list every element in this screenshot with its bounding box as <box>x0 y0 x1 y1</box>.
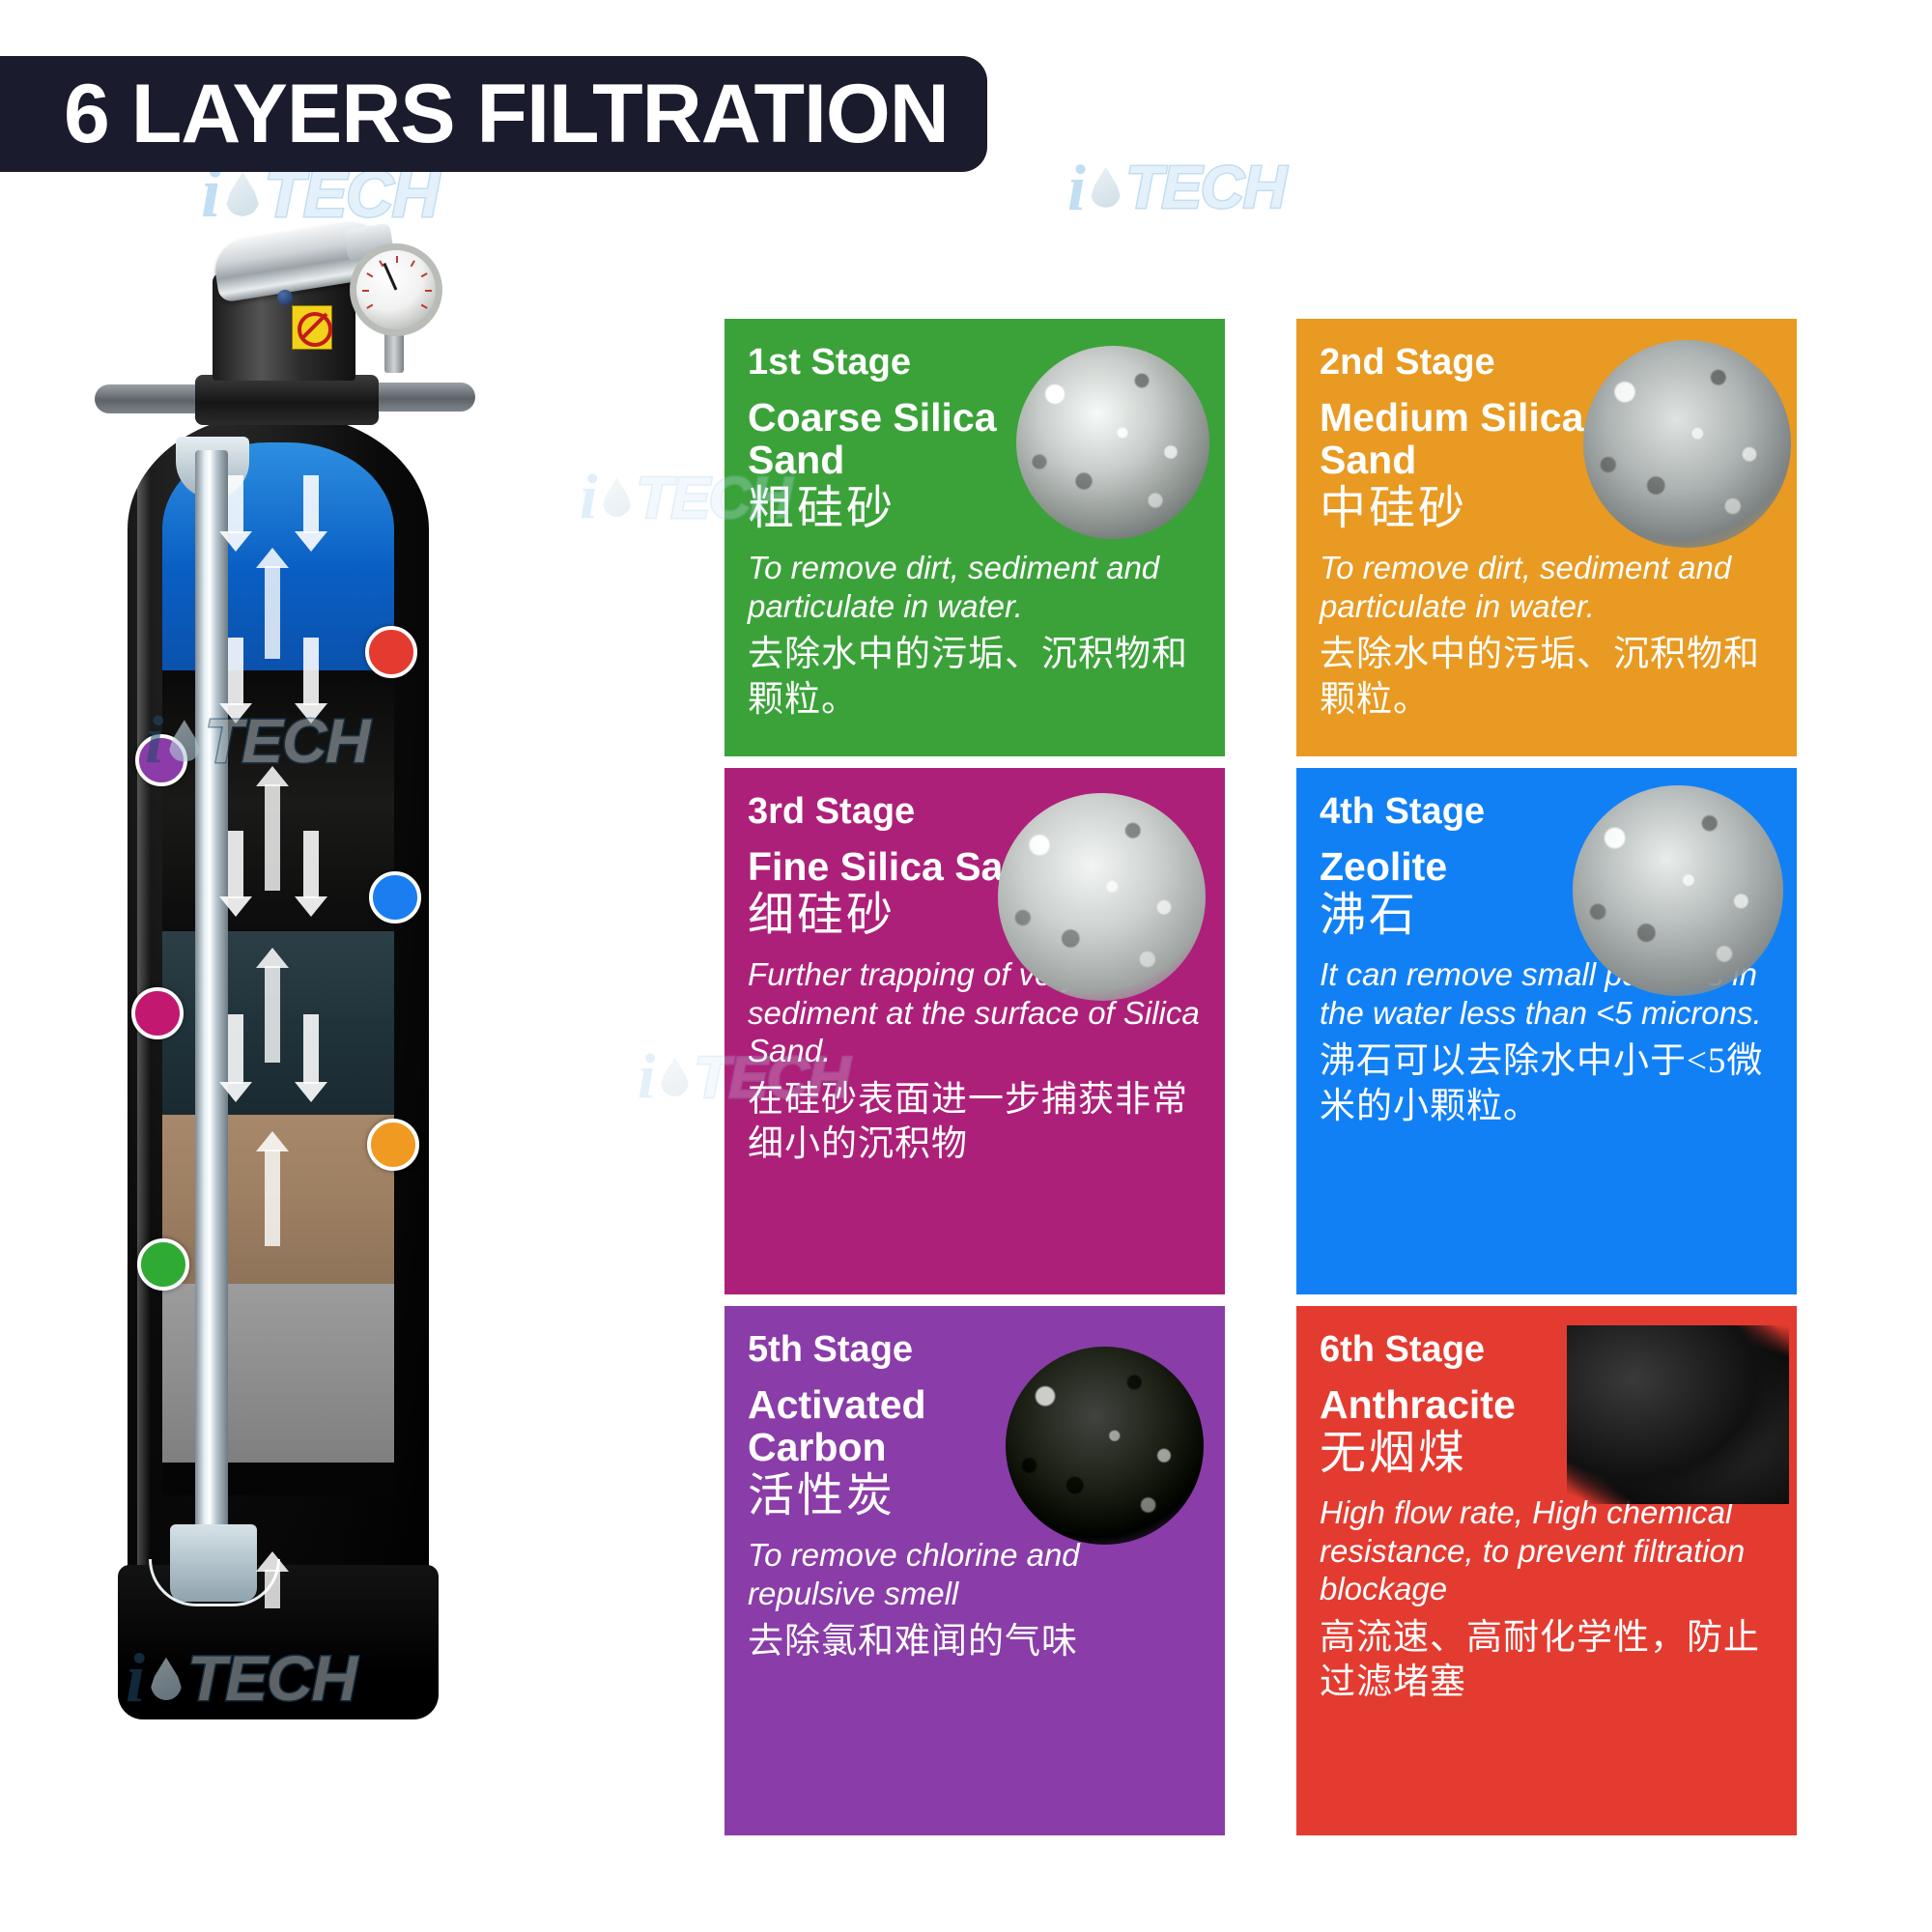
media-name-en: Coarse Silica Sand <box>748 394 997 483</box>
stage-label: 6th Stage <box>1320 1329 1486 1370</box>
media-name-zh: 活性炭 <box>748 1470 896 1522</box>
stage-label: 1st Stage <box>748 342 911 383</box>
inlet-pipe <box>95 384 211 413</box>
stage-dot-activated-carbon <box>135 734 187 786</box>
flow-arrow-up <box>256 948 289 1063</box>
media-name-zh: 中硅砂 <box>1320 483 1468 535</box>
stage-label: 4th Stage <box>1320 791 1486 832</box>
stage-label: 2nd Stage <box>1320 342 1495 383</box>
flow-arrow-down <box>219 831 252 917</box>
header-banner: 6 LAYERS FILTRATION <box>0 56 987 172</box>
activated-carbon-photo <box>1006 1347 1204 1545</box>
media-desc-en: High flow rate, High chemical resistance… <box>1320 1493 1746 1607</box>
media-desc-en: To remove dirt, sediment and particulate… <box>748 550 1160 624</box>
zeolite-photo <box>1573 785 1783 996</box>
flow-arrow-up <box>256 766 289 891</box>
stage-dot-fine-silica-sand <box>131 987 184 1039</box>
media-desc-zh: 在硅砂表面进一步捕获非常细小的沉积物 <box>748 1079 1188 1165</box>
coarse-silica-sand-photo <box>1016 346 1209 539</box>
media-desc-en: To remove chlorine and repulsive smell <box>748 1537 1080 1611</box>
stage-dot-coarse-silica-sand <box>137 1238 189 1291</box>
flow-arrow-down <box>295 1014 327 1102</box>
flow-arrow-up <box>256 1131 289 1246</box>
media-name-zh: 无烟煤 <box>1320 1428 1468 1480</box>
stage-label: 3rd Stage <box>748 791 916 832</box>
watermark-letter-i: i <box>638 1040 656 1112</box>
no-smoking-warning-sticker <box>292 305 332 350</box>
stage-dot-medium-silica-sand <box>367 1119 419 1171</box>
valve-collar <box>195 375 379 425</box>
media-name-en: Zeolite <box>1320 843 1448 889</box>
bottom-strainer <box>149 1524 280 1606</box>
tank-highlight <box>137 430 151 1666</box>
media-name-zh: 沸石 <box>1320 890 1419 942</box>
watermark-letter-i: i <box>1067 150 1086 224</box>
filtration-stage-grid: 1st Stage Coarse Silica Sand 粗硅砂 To remo… <box>724 319 1799 1905</box>
media-name-zh: 细硅砂 <box>748 890 896 942</box>
water-drop-icon <box>226 172 259 216</box>
media-desc-zh: 去除氯和难闻的气味 <box>748 1622 1078 1662</box>
flow-arrow-down <box>295 831 327 917</box>
flow-arrow-down <box>219 1014 252 1102</box>
watermark-logo: i TECH <box>1067 150 1289 224</box>
stage-card-4[interactable]: 4th Stage Zeolite 沸石 It can remove small… <box>1296 768 1797 1294</box>
anthracite-photo <box>1567 1325 1789 1504</box>
stage-card-6[interactable]: 6th Stage Anthracite 无烟煤 High flow rate,… <box>1296 1306 1797 1835</box>
media-desc-zh: 沸石可以去除水中小于<5微米的小颗粒。 <box>1320 1041 1764 1126</box>
stage-dot-anthracite <box>365 626 417 678</box>
flow-arrow-down <box>219 638 252 724</box>
riser-tube <box>195 450 228 1542</box>
media-name-en: Medium Silica Sand <box>1320 394 1584 483</box>
filter-tank-figure <box>87 216 502 1864</box>
media-name-zh: 粗硅砂 <box>748 483 896 535</box>
fine-silica-sand-photo <box>998 793 1206 1001</box>
stage-dot-zeolite <box>369 871 421 923</box>
media-desc-zh: 去除水中的污垢、沉积物和颗粒。 <box>748 635 1188 720</box>
watermark-letter-i: i <box>201 154 221 234</box>
medium-silica-sand-photo <box>1583 340 1791 548</box>
flow-arrow-down <box>295 475 327 552</box>
water-drop-icon <box>602 477 632 518</box>
watermark-letter-i: i <box>580 461 598 532</box>
flow-arrow-up <box>256 1551 289 1608</box>
flow-arrow-down <box>219 475 252 552</box>
stage-label: 5th Stage <box>748 1329 914 1370</box>
media-name-en: Anthracite <box>1320 1381 1516 1427</box>
outlet-pipe <box>369 383 475 412</box>
media-desc-zh: 去除水中的污垢、沉积物和颗粒。 <box>1320 635 1760 720</box>
gauge-stem <box>384 330 404 373</box>
media-desc-zh: 高流速、高耐化学性，防止过滤堵塞 <box>1320 1617 1760 1703</box>
stage-card-5[interactable]: 5th Stage Activated Carbon 活性炭 To remove… <box>724 1306 1225 1835</box>
media-desc-en: To remove dirt, sediment and particulate… <box>1320 550 1732 624</box>
pressure-gauge <box>350 243 442 336</box>
stage-card-2[interactable]: 2nd Stage Medium Silica Sand 中硅砂 To remo… <box>1296 319 1797 756</box>
flow-arrow-up <box>256 548 289 659</box>
flow-arrow-down <box>295 638 327 724</box>
media-name-en: Activated Carbon <box>748 1381 926 1470</box>
water-drop-icon <box>660 1057 690 1097</box>
water-drop-icon <box>1091 166 1121 209</box>
watermark-word: TECH <box>1124 153 1289 223</box>
page-title: 6 LAYERS FILTRATION <box>64 68 950 160</box>
stage-card-1[interactable]: 1st Stage Coarse Silica Sand 粗硅砂 To remo… <box>724 319 1225 756</box>
valve-handle-pivot <box>277 290 293 305</box>
stage-card-3[interactable]: 3rd Stage Fine Silica Sand 细硅砂 Further t… <box>724 768 1225 1294</box>
